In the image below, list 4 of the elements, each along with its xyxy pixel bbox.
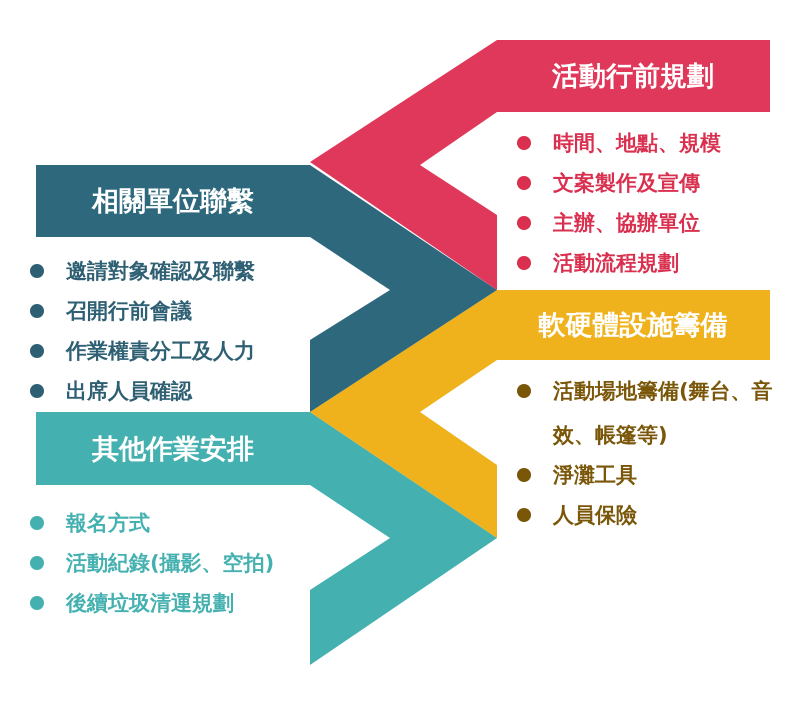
band-heading: 其他作業安排 [92,433,254,467]
band-heading: 軟硬體設施籌備 [538,309,728,343]
band-heading: 活動行前規劃 [552,60,714,94]
band-heading: 相關單位聯繫 [92,185,254,219]
